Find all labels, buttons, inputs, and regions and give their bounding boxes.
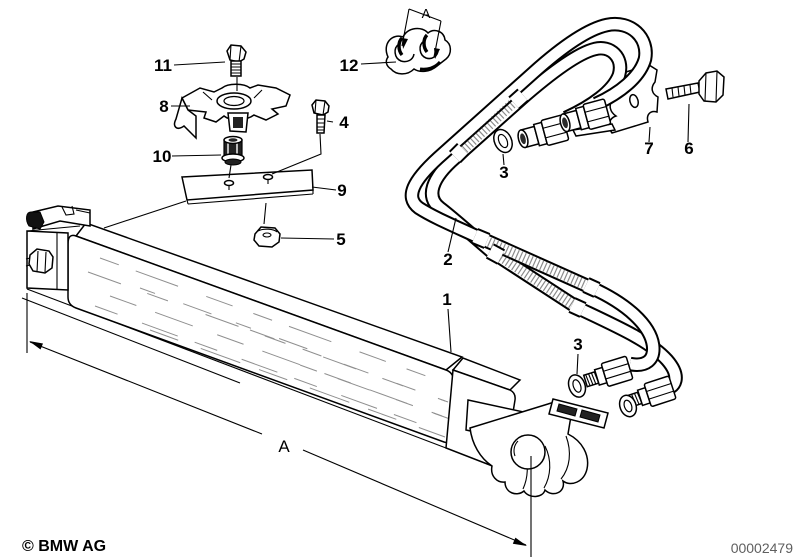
callout-6[interactable]: 6	[684, 139, 693, 158]
part-clamp-12[interactable]	[385, 27, 452, 75]
leader-lines	[103, 61, 690, 375]
hose-pipe-assembly[interactable]	[404, 16, 683, 398]
part-nut-5[interactable]	[253, 226, 281, 248]
callout-8[interactable]: 8	[159, 97, 168, 116]
clamp-dimension-marker	[401, 8, 442, 59]
dimension-a	[26, 293, 532, 557]
dimension-a-label: A	[278, 437, 290, 456]
callout-11[interactable]: 11	[154, 56, 172, 75]
callout-10[interactable]: 10	[153, 147, 172, 166]
part-bolt-11[interactable]	[226, 44, 247, 77]
o-ring-lower[interactable]	[617, 393, 640, 419]
part-bushing-10[interactable]	[221, 135, 245, 166]
o-ring-middle[interactable]	[566, 372, 589, 399]
part-holder-8[interactable]	[173, 83, 291, 140]
clamp-dimension-a-label: A	[422, 6, 431, 21]
part-plate-9[interactable]	[181, 169, 314, 205]
copyright-text: © BMW AG	[22, 538, 106, 555]
callout-1[interactable]: 1	[442, 290, 451, 309]
o-ring-top[interactable]	[490, 127, 516, 156]
cooler-left-cap-lip	[26, 225, 81, 232]
hose-ferrules	[448, 88, 601, 318]
pipe-a	[406, 18, 659, 370]
part-bolt-4[interactable]	[311, 99, 330, 134]
cooler-drain-bolt	[25, 248, 54, 274]
image-number: 00002479	[731, 540, 794, 556]
fitting-free-rear[interactable]	[557, 98, 612, 137]
cooler-bottom-lip	[21, 297, 241, 384]
cooler-port-lower	[510, 434, 546, 470]
callout-4[interactable]: 4	[339, 113, 349, 132]
part-bolt-6[interactable]	[665, 70, 725, 103]
callout-7[interactable]: 7	[644, 139, 653, 158]
cooler-end-clamp	[469, 398, 609, 498]
cooler-fin-lines	[87, 257, 451, 438]
fitting-cooler-lower[interactable]	[625, 375, 677, 413]
callout-2[interactable]: 2	[443, 250, 452, 269]
callout-3-top[interactable]: 3	[499, 163, 508, 182]
callout-5[interactable]: 5	[336, 230, 345, 249]
oil-cooler[interactable]	[21, 205, 609, 498]
cooler-mount-clip	[26, 205, 91, 231]
callout-3-mid[interactable]: 3	[573, 335, 582, 354]
fitting-cooler-upper[interactable]	[582, 355, 634, 392]
callout-12[interactable]: 12	[340, 56, 359, 75]
callout-9[interactable]: 9	[337, 181, 346, 200]
